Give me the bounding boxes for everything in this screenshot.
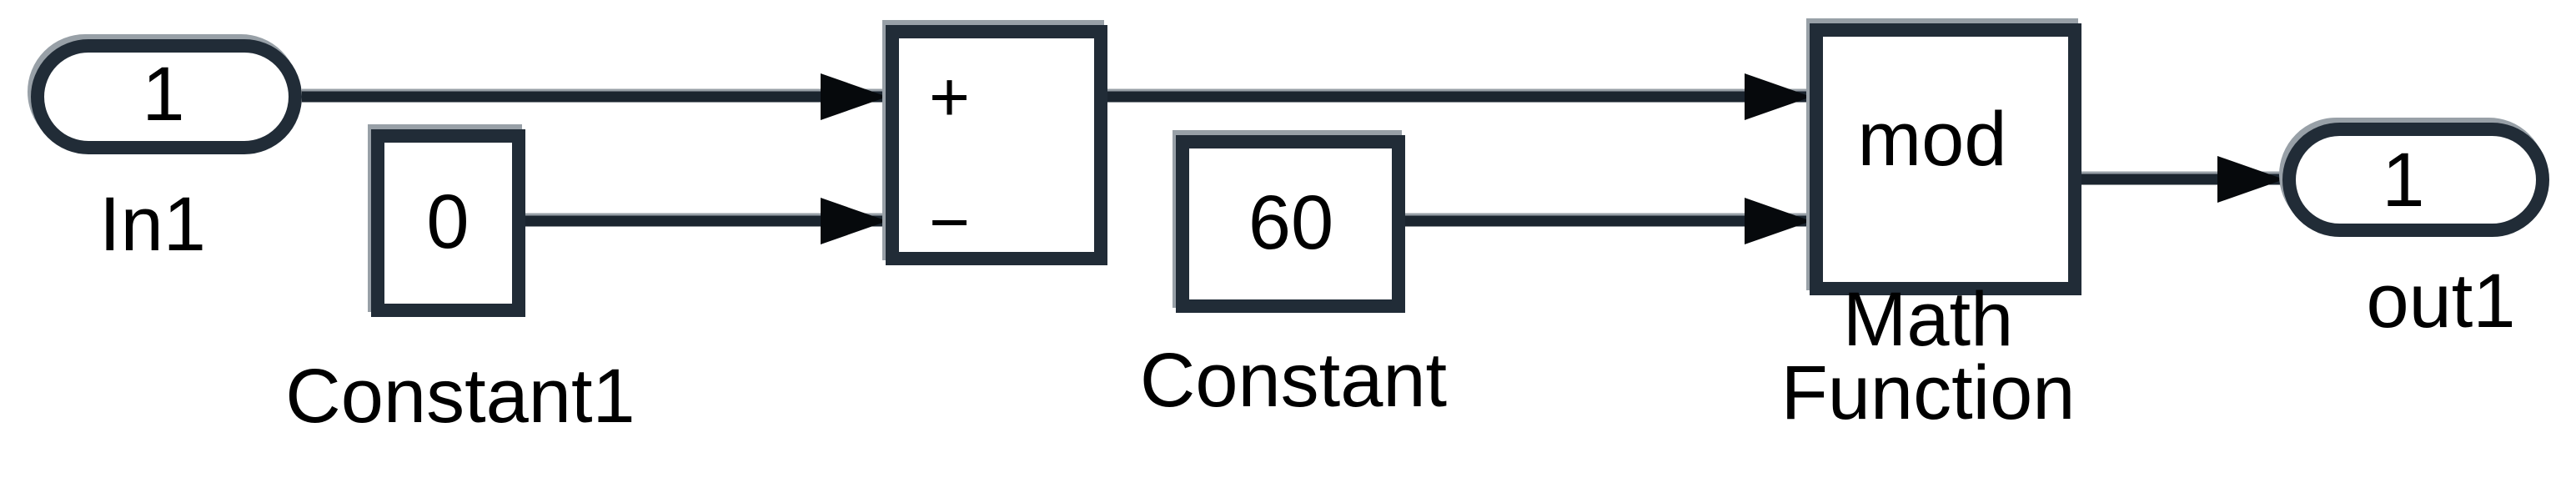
out1-label: out1: [2366, 259, 2515, 344]
out1-body[interactable]: [2282, 123, 2549, 237]
signal-constant-to-mathfn[interactable]: [1405, 198, 1811, 244]
constant-body[interactable]: [1176, 135, 1405, 313]
arrowhead-icon: [1745, 73, 1811, 120]
constant1-label: Constant1: [285, 354, 635, 439]
arrowhead-icon: [1745, 198, 1811, 244]
math-function-label: Math: [1843, 277, 2014, 362]
sum-sign-plus: +: [929, 58, 970, 136]
sum-body[interactable]: [886, 25, 1107, 265]
in1-value: 1: [142, 52, 184, 137]
math-function-value: mod: [1858, 97, 2007, 182]
arrowhead-icon: [2217, 156, 2284, 203]
in1-label: In1: [99, 182, 206, 267]
constant1-value: 0: [426, 179, 469, 264]
constant1-body[interactable]: [371, 129, 525, 317]
out1-value: 1: [2382, 138, 2424, 223]
signal-sum-to-mathfn[interactable]: [1107, 73, 1811, 120]
signal-in1-to-sum-plus[interactable]: [302, 73, 887, 120]
in1-body[interactable]: [31, 39, 302, 154]
math-function-label: Function: [1781, 350, 2076, 435]
arrowhead-icon: [821, 73, 887, 120]
signal-constant1-to-sum-minus[interactable]: [525, 198, 887, 244]
block-constant[interactable]: 60: [1173, 130, 1405, 313]
block-in1[interactable]: 1: [28, 34, 302, 154]
arrowhead-icon: [821, 198, 887, 244]
block-constant1[interactable]: 0: [368, 124, 525, 317]
block-out1[interactable]: 1: [2279, 118, 2549, 237]
constant-label: Constant: [1140, 338, 1447, 423]
constant-value: 60: [1248, 180, 1333, 265]
math-function-body[interactable]: [1810, 23, 2081, 295]
signal-mathfn-to-out1[interactable]: [2081, 156, 2284, 203]
sum-sign-minus: −: [929, 183, 970, 261]
block-sum[interactable]: +−: [882, 20, 1107, 265]
block-math-function[interactable]: mod: [1806, 18, 2081, 295]
